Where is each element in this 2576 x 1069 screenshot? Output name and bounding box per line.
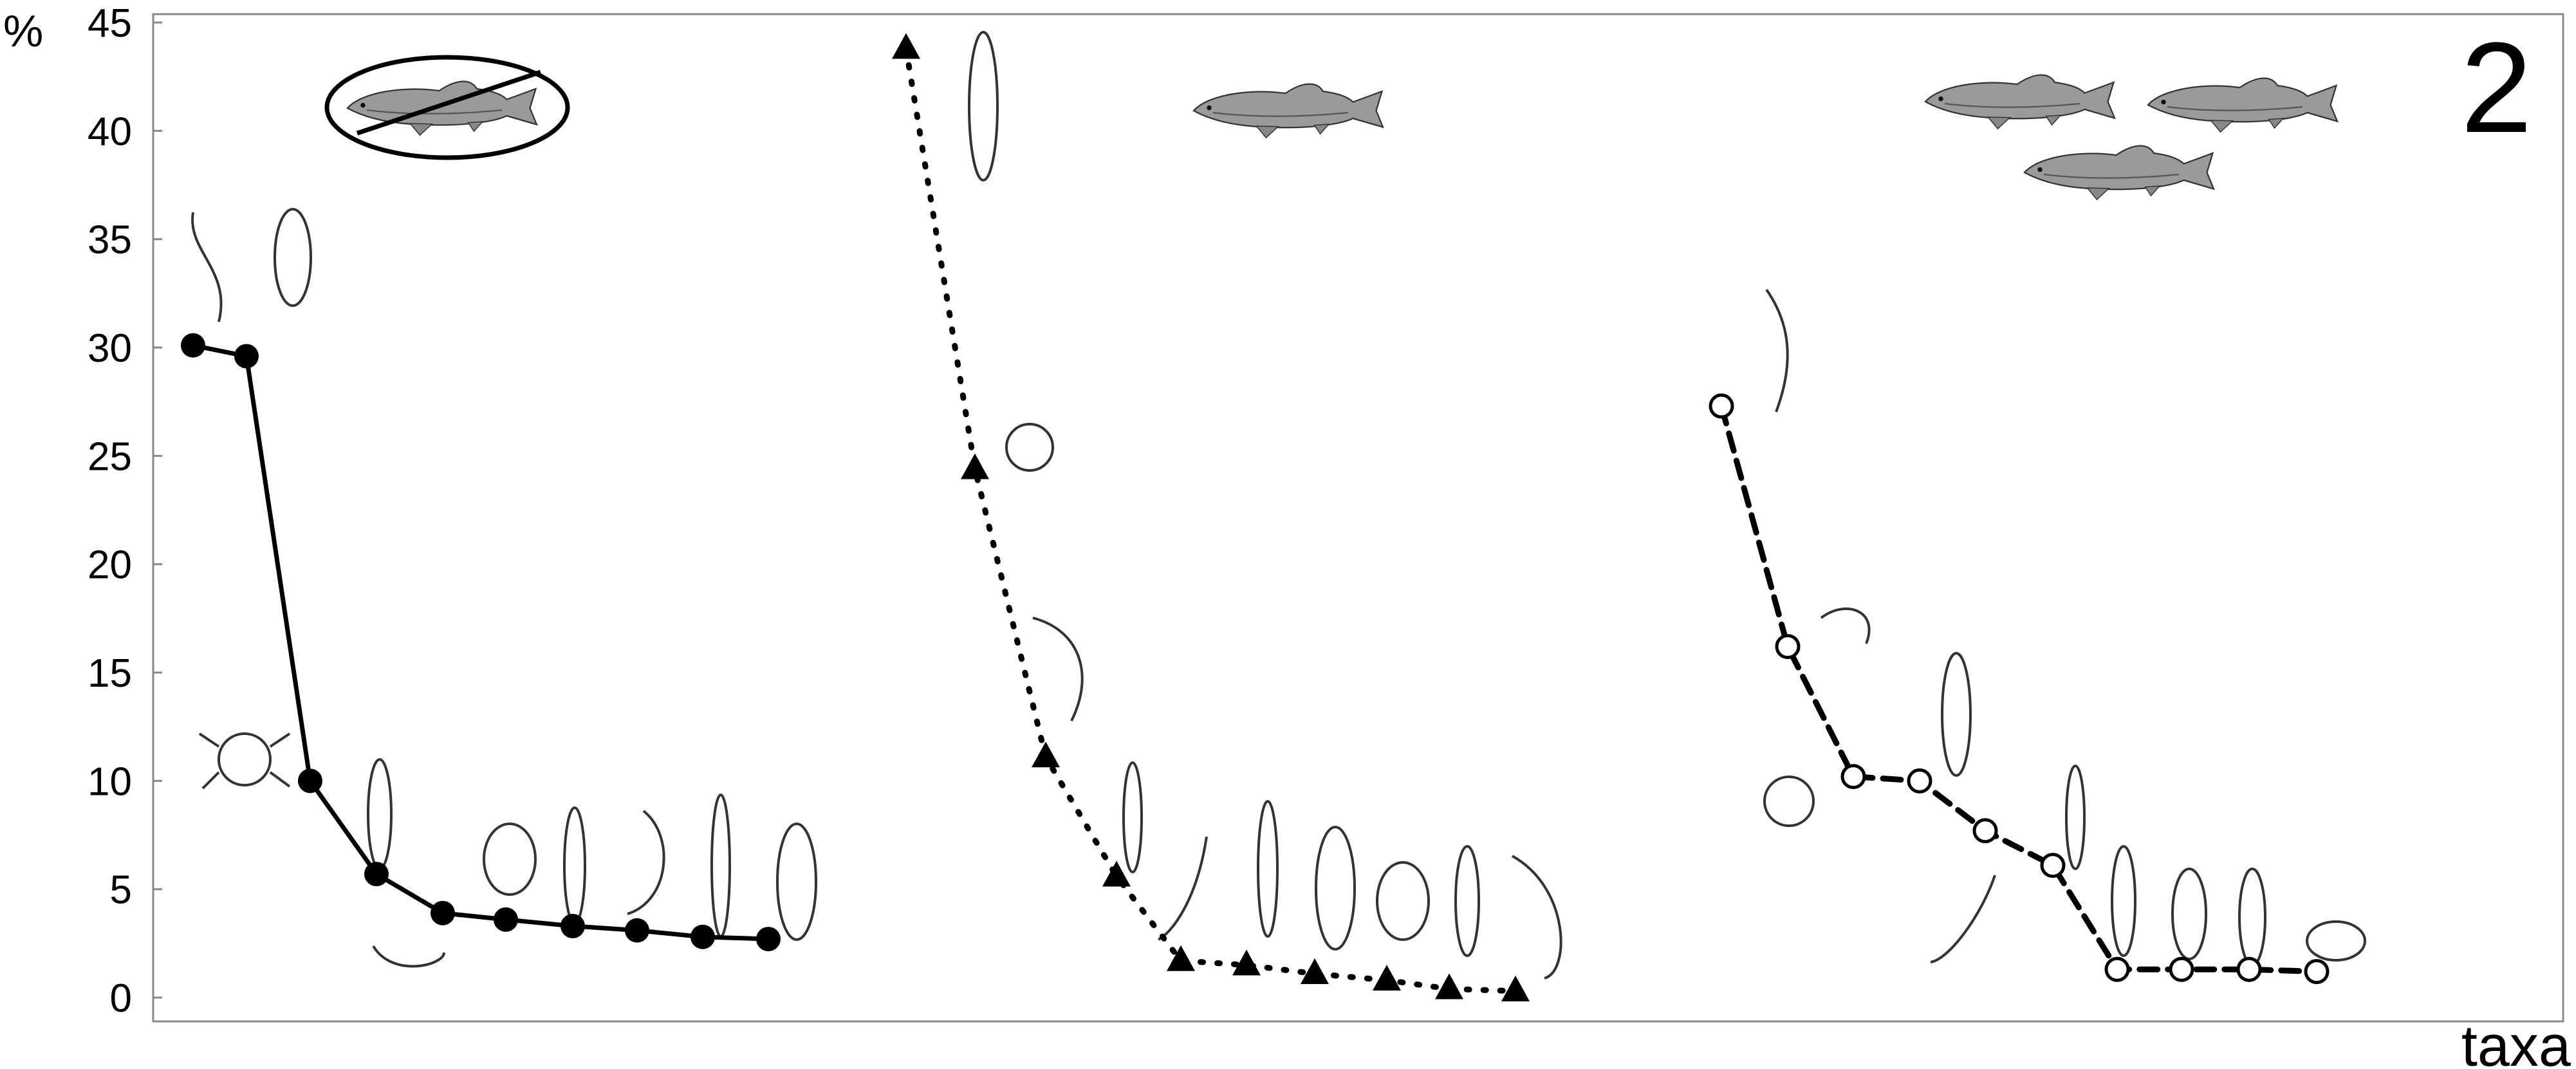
data-point bbox=[561, 913, 585, 938]
one-fish-icon bbox=[1192, 83, 1384, 139]
series-no-fish bbox=[181, 333, 781, 952]
series-three-fish bbox=[1709, 393, 2330, 985]
series-line bbox=[190, 343, 771, 942]
data-point bbox=[1501, 975, 1530, 1001]
data-point bbox=[1102, 860, 1131, 887]
y-tick-label: 45 bbox=[88, 1, 132, 46]
y-tick-label: 10 bbox=[88, 759, 132, 804]
panel-number: 2 bbox=[2461, 16, 2532, 160]
data-point bbox=[1232, 949, 1261, 976]
no-fish-icon bbox=[324, 55, 570, 160]
y-tick-label: 35 bbox=[88, 218, 132, 263]
series-line bbox=[1718, 403, 2320, 975]
data-point bbox=[1775, 634, 1801, 660]
y-tick-label: 0 bbox=[110, 976, 132, 1021]
series-line bbox=[903, 45, 1519, 994]
data-point bbox=[1167, 945, 1195, 971]
data-point bbox=[1435, 973, 1463, 999]
data-point bbox=[1301, 958, 1329, 984]
x-axis-label: taxa bbox=[2461, 1014, 2571, 1069]
data-point bbox=[625, 918, 649, 943]
data-point bbox=[431, 900, 455, 925]
data-point bbox=[181, 333, 205, 358]
series-one-fish bbox=[892, 33, 1530, 1001]
data-point bbox=[2304, 959, 2330, 985]
series-layer bbox=[181, 33, 2330, 1001]
y-tick-label: 40 bbox=[88, 109, 132, 154]
data-point bbox=[756, 927, 781, 952]
data-point bbox=[2104, 956, 2130, 982]
y-tick-label: 30 bbox=[88, 326, 132, 371]
y-tick-label: 5 bbox=[110, 868, 132, 913]
y-tick-label: 15 bbox=[88, 651, 132, 696]
data-point bbox=[1373, 965, 1401, 991]
y-axis-unit: % bbox=[3, 6, 43, 56]
data-point bbox=[1972, 818, 1998, 844]
data-point bbox=[298, 768, 322, 794]
data-point bbox=[1907, 768, 1932, 794]
data-point bbox=[690, 924, 715, 949]
three-fish-icon bbox=[1924, 74, 2339, 201]
data-point bbox=[1709, 393, 1734, 419]
y-tick-label: 20 bbox=[88, 543, 132, 588]
data-point bbox=[2169, 956, 2194, 982]
y-tick-label: 25 bbox=[88, 434, 132, 479]
data-point bbox=[892, 33, 920, 59]
data-point bbox=[2236, 956, 2262, 982]
data-point bbox=[364, 862, 389, 887]
data-point bbox=[1840, 764, 1866, 790]
data-point bbox=[494, 907, 518, 932]
data-point bbox=[2040, 853, 2066, 878]
y-axis-ticks: 0 5 10 15 20 25 30 35 40 45 bbox=[88, 1, 162, 1021]
data-point bbox=[234, 344, 259, 369]
plot-frame bbox=[152, 13, 2564, 1023]
data-point bbox=[961, 453, 989, 479]
data-point bbox=[1032, 741, 1060, 768]
